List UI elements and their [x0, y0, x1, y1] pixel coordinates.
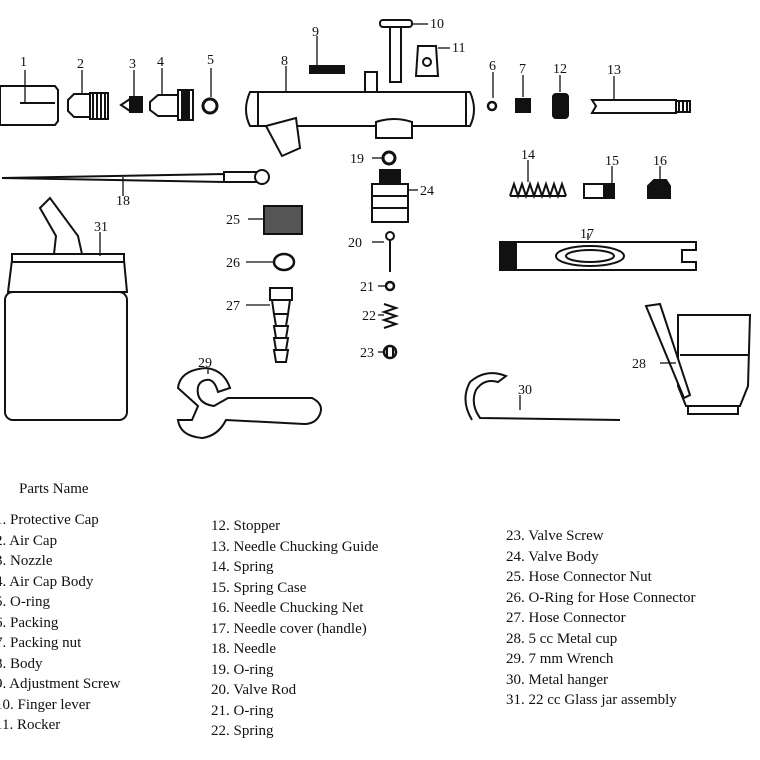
- callout-4: 4: [157, 55, 164, 70]
- callout-7: 7: [519, 62, 526, 77]
- part-o-ring-19: [372, 150, 397, 166]
- part-hose-connector: [246, 287, 293, 363]
- callout-13: 13: [607, 63, 621, 78]
- callout-8: 8: [281, 54, 288, 69]
- parts-list-item: 7. Packing nut: [0, 635, 82, 651]
- callout-18: 18: [116, 194, 130, 209]
- callout-labels: 1 2 3 4 5 6 7 8 9 10 11 12 13 14 15 16 1…: [20, 17, 667, 398]
- parts-list-item: 23. Valve Screw: [506, 528, 604, 544]
- part-packing: [486, 72, 498, 112]
- part-needle-chucking-net: [647, 166, 671, 199]
- part-nozzle: [119, 70, 143, 113]
- parts-list-item: 18. Needle: [211, 641, 276, 657]
- parts-list-item: 13. Needle Chucking Guide: [211, 538, 379, 555]
- part-wrench: [176, 366, 322, 440]
- part-spring-case: [583, 166, 615, 199]
- part-air-cap: [67, 70, 109, 120]
- parts-list-column-2: 12. Stopper 13. Needle Chucking Guide 14…: [211, 516, 378, 742]
- parts-list-column-3: 23. Valve Screw 24. Valve Body 25. Hose …: [506, 526, 696, 711]
- callout-27: 27: [226, 299, 240, 314]
- part-air-cap-body: [149, 68, 194, 121]
- callout-9: 9: [312, 25, 319, 40]
- part-valve-screw: [378, 344, 398, 360]
- callout-31: 31: [94, 220, 108, 235]
- parts-list-item: 27. Hose Connector: [506, 610, 626, 626]
- callout-12: 12: [553, 62, 567, 77]
- parts-list-item: 15. Spring Case: [211, 579, 307, 596]
- parts-list-item: 28. 5 cc Metal cup: [506, 630, 618, 647]
- callout-29: 29: [198, 356, 212, 371]
- callout-25: 25: [226, 213, 240, 228]
- parts-list-item: 21. O-ring: [211, 702, 274, 719]
- parts-list-item: 11. Rocker: [0, 717, 61, 733]
- callout-30: 30: [518, 383, 532, 398]
- part-metal-cup: [644, 302, 752, 415]
- callout-3: 3: [129, 57, 136, 72]
- callout-2: 2: [77, 57, 84, 72]
- callout-21: 21: [360, 280, 374, 295]
- parts-list-item: 2. Air Cap: [0, 532, 58, 549]
- part-rocker: [414, 45, 450, 77]
- part-spring-22: [378, 303, 400, 329]
- callout-10: 10: [430, 17, 444, 32]
- parts-list-column-1: 1. Protective Cap 2. Air Cap 3. Nozzle 4…: [0, 510, 120, 736]
- parts-list-item: 3. Nozzle: [0, 553, 53, 569]
- callout-23: 23: [360, 346, 374, 361]
- parts-list-item: 19. O-ring: [211, 661, 274, 678]
- part-needle-cover: [499, 233, 697, 271]
- parts-list-item: 9. Adjustment Screw: [0, 676, 121, 692]
- callout-28: 28: [632, 357, 646, 372]
- callout-22: 22: [362, 309, 376, 324]
- part-valve-rod: [372, 231, 395, 272]
- parts-list-item: 8. Body: [0, 655, 43, 672]
- callout-24: 24: [420, 184, 434, 199]
- part-needle: [1, 169, 270, 196]
- part-spring-14: [509, 160, 567, 200]
- parts-list-item: 20. Valve Rod: [211, 682, 297, 698]
- part-valve-body: [371, 169, 418, 223]
- callout-26: 26: [226, 256, 240, 271]
- parts-list-item: 26. O-Ring for Hose Connector: [506, 589, 696, 606]
- part-packing-nut: [515, 75, 531, 113]
- parts-list-item: 14. Spring: [211, 559, 274, 575]
- parts-list-item: 24. Valve Body: [506, 548, 599, 565]
- part-o-ring-21: [378, 280, 396, 292]
- callout-6: 6: [489, 59, 496, 74]
- callout-15: 15: [605, 154, 619, 169]
- parts-list-item: 22. Spring: [211, 723, 274, 739]
- callout-20: 20: [348, 236, 362, 251]
- part-protective-cap: [0, 70, 59, 126]
- callout-1: 1: [20, 55, 27, 70]
- part-body: [245, 66, 475, 158]
- part-stopper: [552, 75, 569, 119]
- callout-5: 5: [207, 53, 214, 68]
- parts-list-item: 6. Packing: [0, 614, 59, 631]
- callout-17: 17: [580, 227, 594, 242]
- callout-16: 16: [653, 154, 667, 169]
- parts-list-item: 4. Air Cap Body: [0, 573, 94, 590]
- part-needle-chucking-guide: [590, 76, 691, 114]
- callout-11: 11: [452, 41, 465, 56]
- parts-list-item: 12. Stopper: [211, 518, 281, 534]
- parts-list-item: 1. Protective Cap: [0, 512, 99, 528]
- part-metal-hanger: [464, 372, 621, 421]
- parts-list-title: Parts Name: [19, 481, 89, 497]
- parts-list-item: 25. Hose Connector Nut: [506, 569, 652, 585]
- part-adjustment-screw: [309, 36, 345, 74]
- part-o-ring-hose-connector: [246, 252, 296, 272]
- parts-list-item: 17. Needle cover (handle): [211, 620, 367, 637]
- part-finger-lever: [379, 19, 428, 83]
- callout-14: 14: [521, 148, 535, 163]
- exploded-parts-diagram: [0, 19, 752, 440]
- callout-19: 19: [350, 152, 364, 167]
- parts-list-item: 10. Finger lever: [0, 696, 91, 713]
- parts-list-item: 31. 22 cc Glass jar assembly: [506, 692, 677, 708]
- parts-list-item: 30. Metal hanger: [506, 671, 609, 688]
- parts-list-item: 29. 7 mm Wrench: [506, 651, 614, 667]
- parts-list-item: 5. O-ring: [0, 594, 50, 610]
- part-hose-connector-nut: [248, 205, 303, 235]
- part-glass-jar-assembly: [4, 196, 129, 421]
- part-o-ring-5: [201, 68, 219, 115]
- parts-list-item: 16. Needle Chucking Net: [211, 600, 364, 616]
